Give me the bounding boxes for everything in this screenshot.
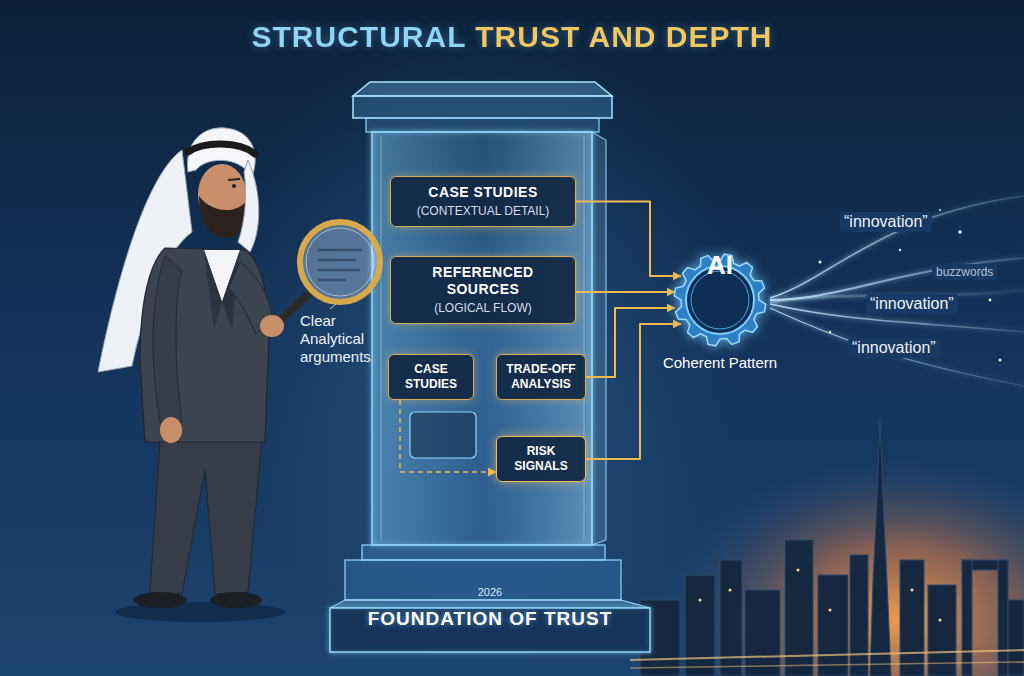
node-text: (LOGICAL FLOW) [397, 301, 569, 316]
stream-particles [829, 331, 831, 333]
gear-icon: AI [670, 250, 770, 350]
city-skyline [630, 650, 1024, 660]
pillar [381, 136, 382, 540]
connector-arrow [586, 324, 681, 459]
buzzword-label: “innovation” [848, 338, 940, 358]
pillar [410, 412, 476, 458]
node-text: (CONTEXTUAL DETAIL) [397, 204, 569, 219]
magnifying-glass [318, 269, 360, 272]
city-skyline [630, 662, 1024, 668]
man-figure [214, 212, 238, 214]
buzzword-label: buzzwords [932, 264, 997, 280]
man-figure [188, 128, 256, 174]
pillar [592, 132, 606, 545]
city-skyline [745, 590, 780, 676]
foundation-base: 2026FOUNDATION OF TRUST [330, 578, 650, 630]
node-text: FOUNDATION OF TRUST [330, 608, 650, 630]
man-figure [160, 417, 182, 443]
connector-arrow [586, 308, 675, 377]
city-lights [939, 619, 942, 622]
stream-particles [899, 249, 901, 251]
ai-gear: AI Coherent Pattern [655, 250, 785, 372]
node-heading: AI [670, 250, 770, 350]
city-skyline [850, 555, 868, 676]
sunset-glow [660, 450, 1024, 676]
stream-particles [999, 359, 1002, 362]
node-heading: REFERENCED SOURCES [397, 264, 569, 298]
pillar [330, 82, 650, 652]
sunset-glow [660, 450, 1024, 676]
pillar [353, 82, 612, 96]
node-heading: TRADE-OFF ANALYSIS [503, 362, 579, 392]
pillar [372, 132, 592, 545]
callout-label: Clear Analytical arguments [300, 312, 382, 366]
city-lights [797, 569, 800, 572]
magnifying-glass [318, 279, 346, 282]
connector-arrow [576, 202, 681, 277]
man-figure [98, 128, 285, 622]
pillar [353, 96, 612, 118]
city-skyline [870, 420, 891, 676]
magnifying-glass [300, 222, 380, 302]
magnifying-glass [318, 259, 356, 262]
magnifying-glass [260, 315, 284, 337]
pillar [330, 608, 650, 652]
title-bar: STRUCTURAL TRUST AND DEPTH [0, 20, 1024, 54]
pillar-box: CASE STUDIES (CONTEXTUAL DETAIL) [390, 176, 576, 227]
connector-arrow [576, 291, 675, 293]
connector-arrow [400, 400, 496, 472]
city-lights [699, 569, 942, 622]
man-figure [199, 196, 247, 238]
stream-particles [939, 209, 941, 211]
city-lights [829, 609, 832, 612]
title: STRUCTURAL TRUST AND DEPTH [252, 20, 773, 54]
pillar-box: TRADE-OFF ANALYSIS [496, 354, 586, 400]
stream-particles [819, 261, 822, 264]
man-figure [228, 179, 240, 180]
node-heading: 2026 [330, 586, 650, 599]
stream-particles [989, 299, 992, 302]
buzzword-label: “innovation” [866, 294, 958, 314]
stream-particles [958, 230, 962, 234]
pillar-box: RISK SIGNALS [496, 436, 586, 482]
city-skyline [900, 560, 924, 676]
magnifying-glass [306, 228, 374, 296]
city-lights [699, 599, 702, 602]
node-text: Coherent Pattern [655, 354, 785, 372]
pillar-box: CASE STUDIES [388, 354, 474, 400]
city-skyline [998, 560, 1008, 676]
city-skyline [630, 420, 1024, 676]
pillar [362, 545, 605, 560]
man-figure [153, 256, 182, 422]
magnifying-glass [330, 304, 336, 309]
buzzword-stream [770, 196, 1024, 298]
node-heading: CASE STUDIES [395, 362, 467, 392]
city-lights [911, 589, 914, 592]
node-heading: RISK SIGNALS [503, 444, 579, 474]
man-figure [150, 438, 262, 594]
buzzword-stream [770, 308, 1024, 386]
city-skyline [1008, 600, 1024, 676]
magnifying-glass [318, 249, 362, 252]
man-figure [188, 144, 255, 154]
buzzword-stream [770, 196, 1024, 386]
node-heading: CASE STUDIES [397, 184, 569, 201]
city-skyline [685, 575, 715, 676]
buzzword-label: “innovation” [840, 212, 932, 232]
man-figure [134, 592, 186, 608]
city-skyline [962, 560, 972, 676]
city-skyline [818, 575, 848, 676]
pillar-box: REFERENCED SOURCES (LOGICAL FLOW) [390, 256, 576, 324]
pillar [330, 600, 650, 608]
city-lights [729, 589, 732, 592]
man-figure [232, 184, 236, 188]
man-figure [238, 160, 259, 252]
pillar [366, 118, 599, 132]
man-figure [210, 592, 262, 608]
stream-particles [819, 209, 1002, 362]
